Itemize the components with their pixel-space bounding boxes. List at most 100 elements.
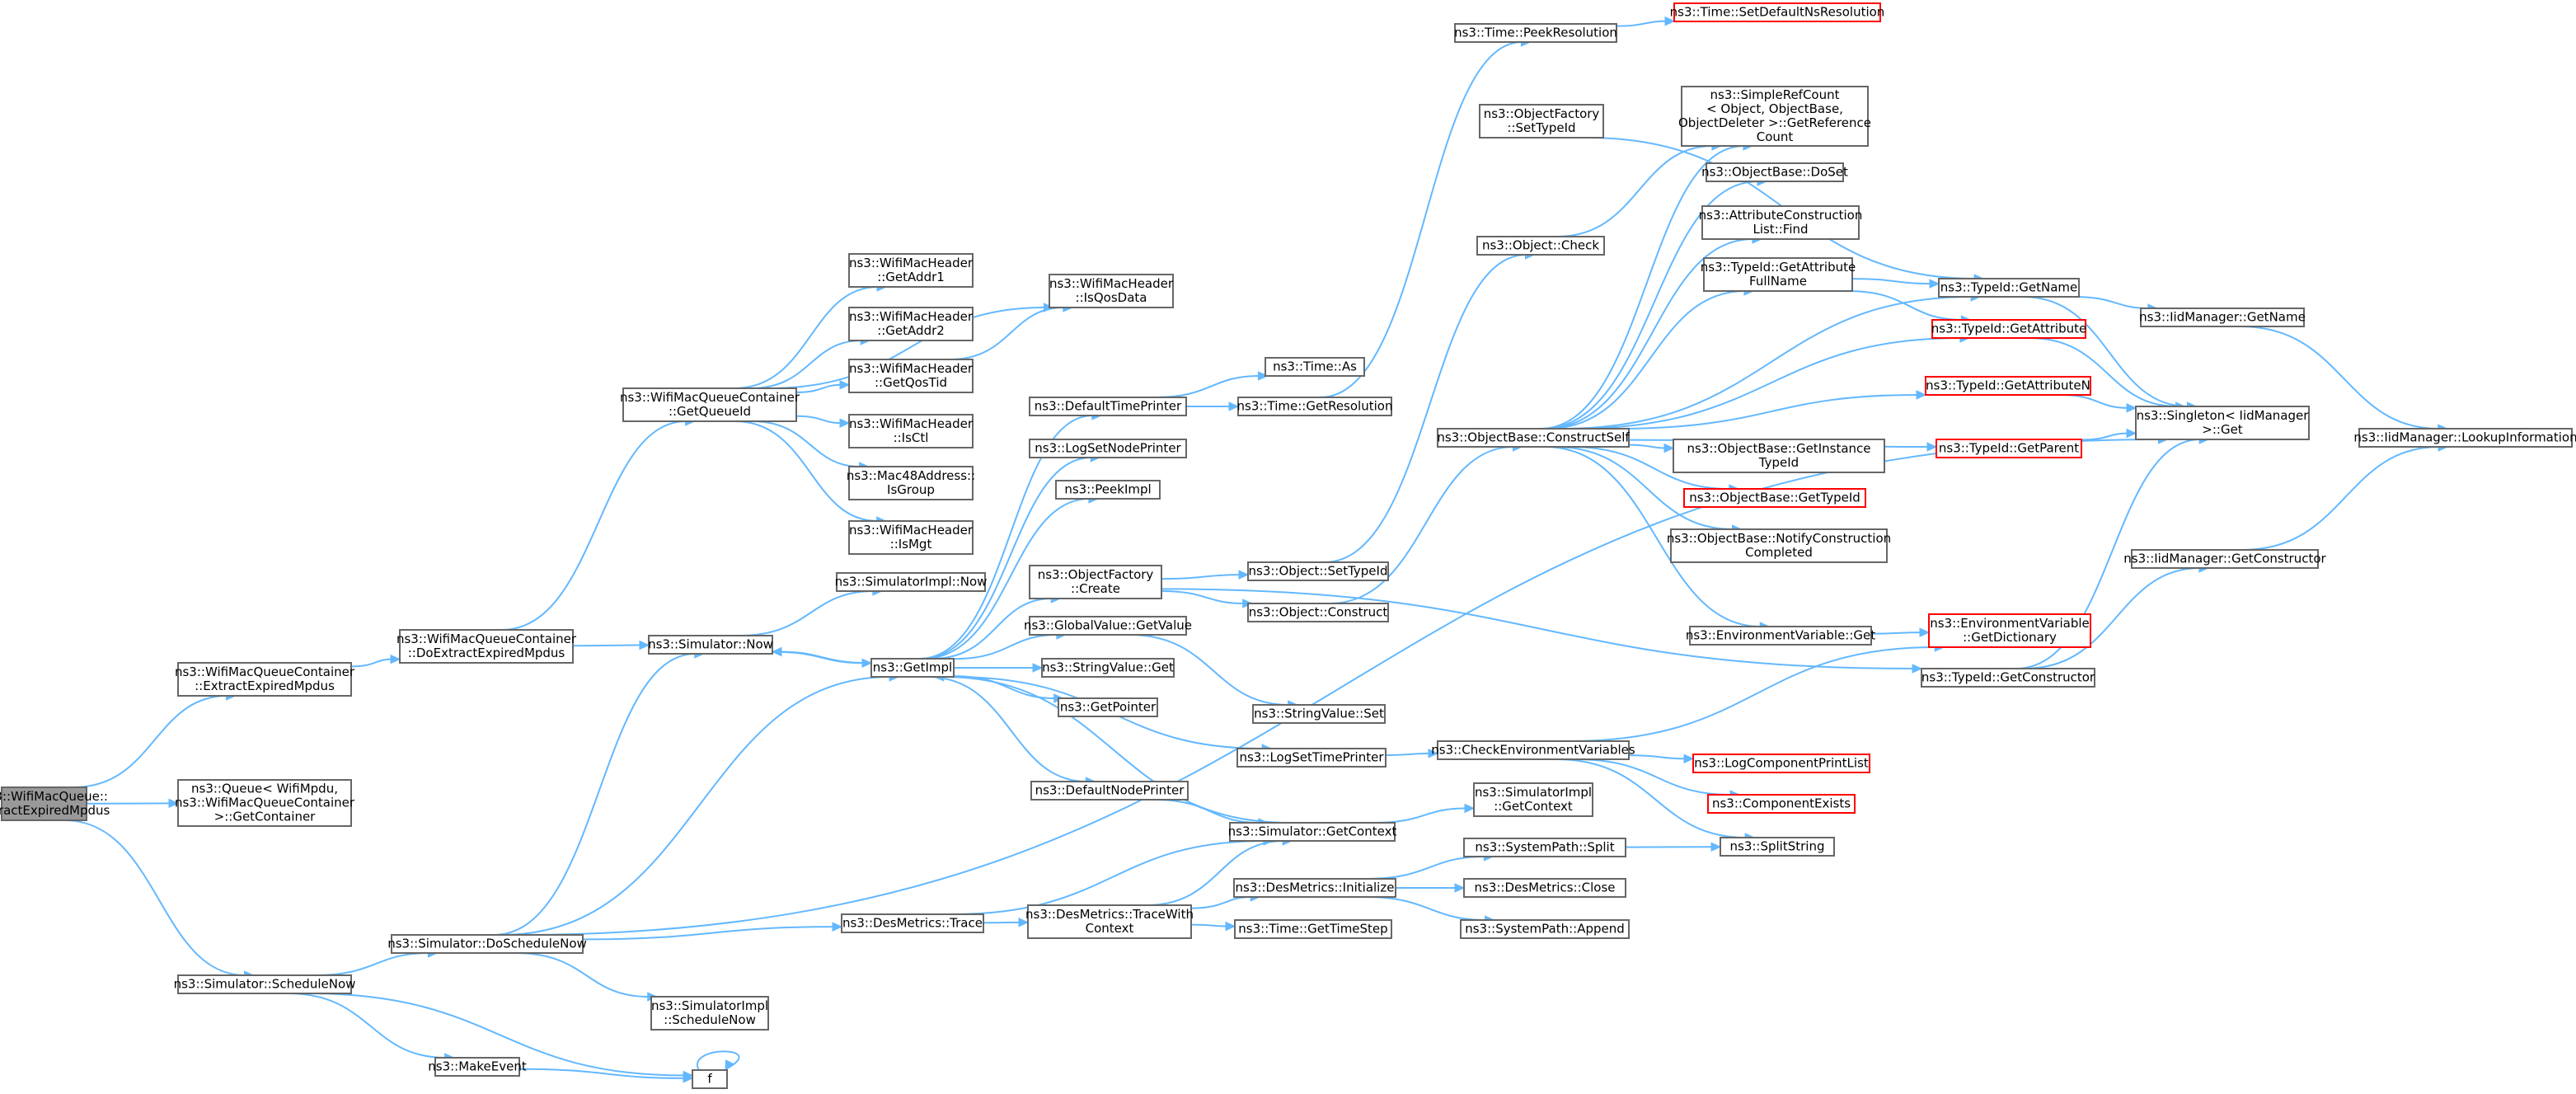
node-tidGetName[interactable]: ns3::TypeId::GetName — [1938, 278, 2080, 298]
node-label-line: ns3::WifiMacHeader — [849, 256, 974, 270]
node-doSched[interactable]: ns3::Simulator::DoScheduleNow — [387, 934, 587, 954]
node-obGetTid[interactable]: ns3::ObjectBase::GetTypeId — [1683, 488, 1866, 508]
node-iidLookup[interactable]: ns3::IidManager::LookupInformation — [2353, 428, 2576, 448]
node-dmTrace[interactable]: ns3::DesMetrics::Trace — [841, 913, 984, 933]
node-isMgt[interactable]: ns3::WifiMacHeader::IsMgt — [848, 520, 974, 555]
node-isCtl[interactable]: ns3::WifiMacHeader::IsCtl — [848, 414, 974, 448]
edge-tidGetAttrN-to-singletonGet — [2060, 394, 2128, 409]
node-peekRes[interactable]: ns3::Time::PeekResolution — [1454, 23, 1617, 43]
node-logTimePr[interactable]: ns3::LogSetTimePrinter — [1236, 748, 1387, 768]
node-spAppend[interactable]: ns3::SystemPath::Append — [1460, 919, 1630, 939]
node-constructSelf[interactable]: ns3::ObjectBase::ConstructSelf — [1437, 428, 1630, 448]
node-label-line: ::IsMgt — [890, 537, 932, 552]
node-objSetTid[interactable]: ns3::Object::SetTypeId — [1247, 561, 1389, 581]
node-singletonGet[interactable]: ns3::Singleton< IidManager>::Get — [2135, 406, 2310, 440]
node-box — [2140, 308, 2305, 327]
node-makeEvent[interactable]: ns3::MakeEvent — [428, 1057, 527, 1077]
node-label-line: ns3::IidManager::LookupInformation — [2353, 430, 2576, 445]
arrowhead-getQueueId-to-getQosTid — [839, 379, 851, 390]
edge-timeGetRes-to-peekRes — [1320, 41, 1523, 398]
node-simGetCtx[interactable]: ns3::Simulator::GetContext — [1228, 822, 1397, 842]
node-label-line: ns3::StringValue::Get — [1042, 660, 1174, 675]
edge-iidGetName-to-iidLookup — [2241, 326, 2439, 430]
node-getAddr2[interactable]: ns3::WifiMacHeader::GetAddr2 — [848, 307, 974, 341]
node-dmInit[interactable]: ns3::DesMetrics::Initialize — [1233, 878, 1396, 898]
node-envGet[interactable]: ns3::EnvironmentVariable::Get — [1686, 626, 1875, 646]
node-getCont[interactable]: ns3::Queue< WifiMpdu,ns3::WifiMacQueueCo… — [175, 779, 355, 827]
node-tidGetCtor[interactable]: ns3::TypeId::GetConstructor — [1921, 668, 2095, 688]
node-label-line: >::GetContainer — [214, 810, 317, 824]
node-getQueueId[interactable]: ns3::WifiMacQueueContainer::GetQueueId — [620, 387, 800, 422]
node-timeAs[interactable]: ns3::Time::As — [1265, 357, 1365, 377]
node-label-line: ns3::ComponentExists — [1712, 796, 1851, 811]
node-refCount[interactable]: ns3::SimpleRefCount< Object, ObjectBase,… — [1678, 86, 1871, 147]
edge-peekRes-to-setDefRes — [1616, 20, 1667, 27]
node-gvGetValue[interactable]: ns3::GlobalValue::GetValue — [1024, 616, 1192, 636]
node-tidGetAttrN[interactable]: ns3::TypeId::GetAttributeN — [1925, 376, 2091, 396]
node-label-line: ns3::SplitString — [1730, 839, 1825, 854]
node-objConstruct[interactable]: ns3::Object::Construct — [1247, 603, 1389, 622]
node-f[interactable]: f — [692, 1069, 728, 1089]
node-logCompPrint[interactable]: ns3::LogComponentPrintList — [1692, 754, 1870, 773]
node-simImplSched[interactable]: ns3::SimulatorImpl::ScheduleNow — [650, 996, 769, 1031]
node-label-line: ns3::WifiMacHeader — [849, 309, 974, 324]
edge-checkEnv-to-compExists — [1574, 758, 1732, 796]
node-box — [1041, 658, 1175, 678]
node-logNodePr[interactable]: ns3::LogSetNodePrinter — [1029, 439, 1187, 458]
node-isGroup[interactable]: ns3::Mac48Address::IsGroup — [847, 466, 975, 500]
node-getPointer[interactable]: ns3::GetPointer — [1058, 697, 1158, 717]
node-schedNow[interactable]: ns3::Simulator::ScheduleNow — [174, 974, 356, 994]
node-box — [836, 572, 986, 592]
node-getImpl[interactable]: ns3::GetImpl — [870, 658, 955, 678]
node-defTimePr[interactable]: ns3::DefaultTimePrinter — [1029, 397, 1187, 416]
node-iidGetName[interactable]: ns3::IidManager::GetName — [2139, 308, 2306, 327]
node-ofCreate[interactable]: ns3::ObjectFactory::Create — [1029, 565, 1162, 599]
node-svGet[interactable]: ns3::StringValue::Get — [1041, 658, 1175, 678]
node-getTimeStep[interactable]: ns3::Time::GetTimeStep — [1234, 919, 1392, 939]
node-spSplit[interactable]: ns3::SystemPath::Split — [1463, 838, 1626, 857]
arrowhead-getImpl-to-svGet — [1032, 663, 1044, 673]
edge-f-to-f — [696, 1050, 740, 1071]
node-checkEnv[interactable]: ns3::CheckEnvironmentVariables — [1431, 740, 1635, 760]
node-cExtract[interactable]: ns3::WifiMacQueueContainer::ExtractExpir… — [175, 662, 355, 697]
node-obNotify[interactable]: ns3::ObjectBase::NotifyConstructionCompl… — [1667, 528, 1891, 563]
node-label-line: ns3::Simulator::Now — [648, 637, 773, 652]
node-setDefRes[interactable]: ns3::Time::SetDefaultNsResolution — [1670, 2, 1885, 22]
node-box — [1460, 919, 1630, 939]
node-box — [177, 974, 352, 994]
node-defNodePr[interactable]: ns3::DefaultNodePrinter — [1030, 781, 1189, 801]
node-isQosData[interactable]: ns3::WifiMacHeader::IsQosData — [1049, 274, 1174, 308]
edge-checkEnv-to-logCompPrint — [1628, 754, 1686, 760]
node-tidGetAttr[interactable]: ns3::TypeId::GetAttribute — [1931, 319, 2086, 339]
node-objCheck[interactable]: ns3::Object::Check — [1476, 236, 1605, 256]
node-timeGetRes[interactable]: ns3::Time::GetResolution — [1237, 397, 1393, 416]
node-tidGetParent[interactable]: ns3::TypeId::GetParent — [1936, 439, 2082, 458]
node-svSet[interactable]: ns3::StringValue::Set — [1252, 704, 1386, 724]
node-simImplNow[interactable]: ns3::SimulatorImpl::Now — [835, 572, 988, 592]
node-dmClose[interactable]: ns3::DesMetrics::Close — [1463, 878, 1626, 898]
node-getQosTid[interactable]: ns3::WifiMacHeader::GetQosTid — [848, 359, 974, 393]
edge-envGet-to-envGetDict — [1870, 632, 1921, 635]
node-ofSetTid[interactable]: ns3::ObjectFactory::SetTypeId — [1479, 104, 1604, 139]
node-label-line: ns3::Time::GetResolution — [1237, 399, 1393, 414]
node-envGetDict[interactable]: ns3::EnvironmentVariable::GetDictionary — [1928, 613, 2091, 648]
node-box — [1030, 781, 1189, 801]
edge-objCheck-to-refCount — [1556, 145, 1713, 237]
node-obDoSet[interactable]: ns3::ObjectBase::DoSet — [1701, 162, 1848, 182]
node-now[interactable]: ns3::Simulator::Now — [648, 635, 773, 655]
node-compExists[interactable]: ns3::ComponentExists — [1707, 794, 1856, 814]
node-splitStr[interactable]: ns3::SplitString — [1720, 837, 1835, 857]
node-label-line: ns3::TypeId::GetConstructor — [1921, 670, 2095, 685]
node-doExtract[interactable]: ns3::WifiMacQueueContainer::DoExtractExp… — [396, 629, 577, 664]
node-root[interactable]: ns3::WifiMacQueue::ExtractExpiredMpdus — [0, 786, 110, 821]
node-getAddr1[interactable]: ns3::WifiMacHeader::GetAddr1 — [848, 253, 974, 288]
node-peekImpl[interactable]: ns3::PeekImpl — [1055, 480, 1161, 500]
node-iidGetCtor[interactable]: ns3::IidManager::GetConstructor — [2123, 549, 2327, 569]
edge-objConstruct-to-constructSelf — [1329, 446, 1514, 604]
node-simImplGetCtx[interactable]: ns3::SimulatorImpl::GetContext — [1473, 782, 1593, 817]
